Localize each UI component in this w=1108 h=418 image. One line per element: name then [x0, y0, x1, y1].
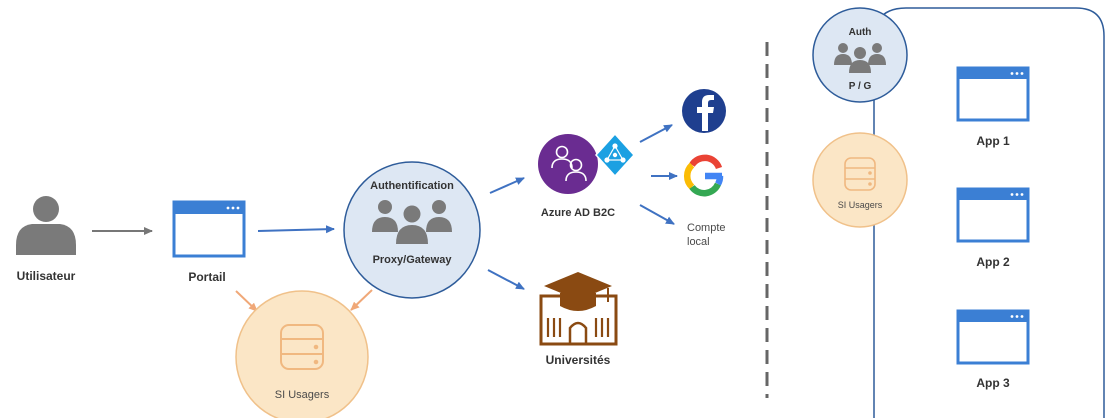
- azure-label: Azure AD B2C: [541, 207, 615, 219]
- local-account-line1: Compte: [687, 222, 726, 234]
- si-usagers-left-label: SI Usagers: [275, 389, 330, 401]
- app3-label: App 3: [976, 376, 1010, 390]
- window-icon: [172, 200, 246, 258]
- auth-proxy-node: Authentification Proxy/Gateway: [343, 161, 481, 299]
- window-icon: [956, 309, 1030, 365]
- portal-node: Portail: [172, 200, 246, 284]
- arrow-auth-to-azure: [489, 177, 525, 194]
- arrow-auth-to-si-usagers: [350, 289, 373, 311]
- user-label: Utilisateur: [17, 269, 76, 283]
- auth-proxy-top-label: Authentification: [370, 180, 454, 192]
- arrow-auth-to-universities: [487, 269, 525, 290]
- auth-pg-top-label: Auth: [849, 27, 872, 38]
- app2-label: App 2: [976, 255, 1010, 269]
- auth-pg-right-node: Auth P / G: [812, 7, 908, 103]
- university-icon: [539, 272, 618, 346]
- people-group-icon: [834, 43, 886, 73]
- app3-node: App 3: [956, 309, 1030, 390]
- user-icon: [16, 196, 76, 255]
- user-node: Utilisateur: [16, 196, 76, 283]
- si-usagers-left-node: SI Usagers: [235, 290, 369, 418]
- facebook-icon: [682, 89, 726, 133]
- google-icon: [683, 154, 724, 197]
- local-account-node: Compte local: [687, 222, 726, 248]
- universities-label: Universités: [546, 353, 611, 367]
- app1-label: App 1: [976, 134, 1010, 148]
- si-usagers-right-node: SI Usagers: [812, 132, 908, 228]
- people-group-icon: [372, 200, 452, 244]
- database-icon: [280, 324, 324, 370]
- app1-node: App 1: [956, 66, 1030, 148]
- arrow-portal-to-auth: [257, 225, 335, 234]
- arrow-azure-to-local: [639, 204, 675, 225]
- auth-proxy-bottom-label: Proxy/Gateway: [373, 254, 453, 266]
- universities-node: Universités: [539, 272, 618, 367]
- window-icon: [956, 187, 1030, 243]
- app2-node: App 2: [956, 187, 1030, 269]
- arrow-portal-to-si-usagers: [235, 290, 258, 312]
- arrow-azure-to-facebook: [639, 124, 673, 143]
- window-icon: [956, 66, 1030, 122]
- si-usagers-right-label: SI Usagers: [838, 200, 883, 210]
- azure-node: Azure AD B2C: [538, 132, 636, 219]
- database-icon: [844, 157, 876, 191]
- portal-label: Portail: [188, 270, 225, 284]
- auth-pg-bottom-label: P / G: [849, 81, 872, 92]
- azure-ad-b2c-icon: [538, 132, 636, 194]
- local-account-line2: local: [687, 236, 710, 248]
